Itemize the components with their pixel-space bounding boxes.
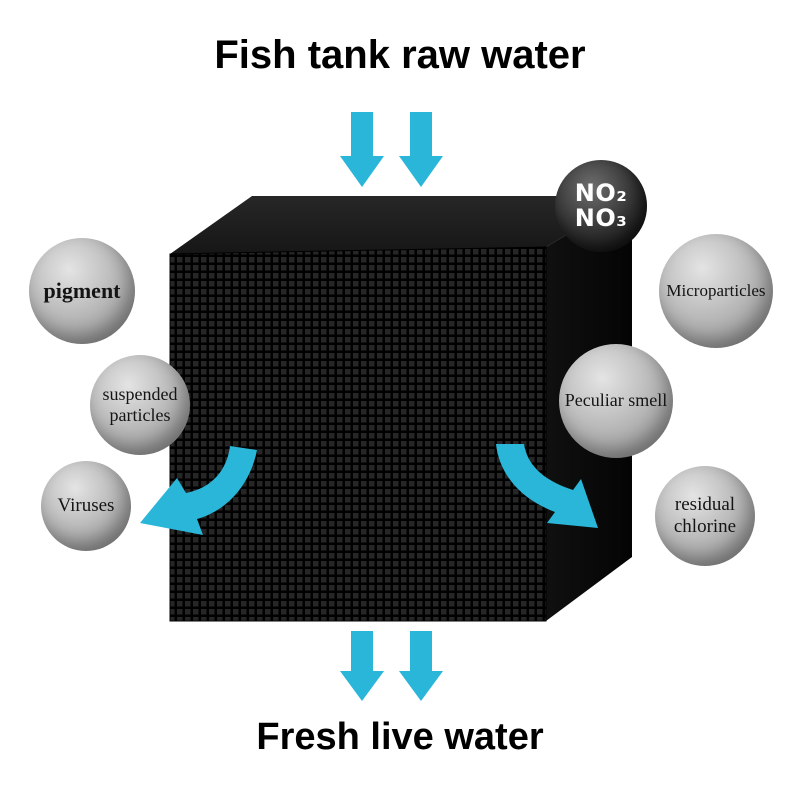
bubble-label: Peculiar smell — [564, 390, 668, 411]
bottom-title: Fresh live water — [256, 716, 544, 758]
bubble-label: residual — [674, 493, 736, 515]
bubble-residual-chlorine: residual chlorine — [655, 466, 755, 566]
down-arrow-icon — [399, 631, 443, 701]
bubble-label: chlorine — [673, 516, 737, 537]
bubble-label: pigment — [43, 278, 121, 304]
down-arrow-icon — [340, 631, 384, 701]
bubble-label: suspended — [102, 383, 178, 404]
absorption-arrows — [140, 444, 598, 535]
down-arrow-icon — [399, 112, 443, 187]
bubble-viruses: Viruses — [41, 461, 131, 551]
bubble-nitrite-nitrate: NO₂ NO₃ — [555, 160, 647, 252]
bubble-label: NO₂ — [574, 178, 628, 207]
cube-front-face — [169, 246, 547, 622]
inflow-arrows — [340, 112, 443, 187]
curved-arrow-right-icon — [496, 444, 598, 528]
top-title: Fish tank raw water — [214, 33, 586, 77]
bubble-label: NO₃ — [574, 204, 628, 232]
bubble-label: Microparticles — [666, 280, 766, 300]
carbon-cube-icon — [169, 196, 632, 622]
bubble-label: particles — [109, 405, 171, 425]
outflow-arrows — [340, 631, 443, 701]
bubble-microparticles: Microparticles — [659, 234, 773, 348]
bubble-suspended-particles: suspended particles — [90, 355, 190, 455]
bubble-label: Viruses — [57, 494, 115, 516]
cube-top-face — [170, 196, 632, 254]
down-arrow-icon — [340, 112, 384, 187]
curved-arrow-left-icon — [140, 446, 257, 535]
bubble-pigment: pigment — [29, 238, 135, 344]
bubble-peculiar-smell: Peculiar smell — [559, 344, 673, 458]
